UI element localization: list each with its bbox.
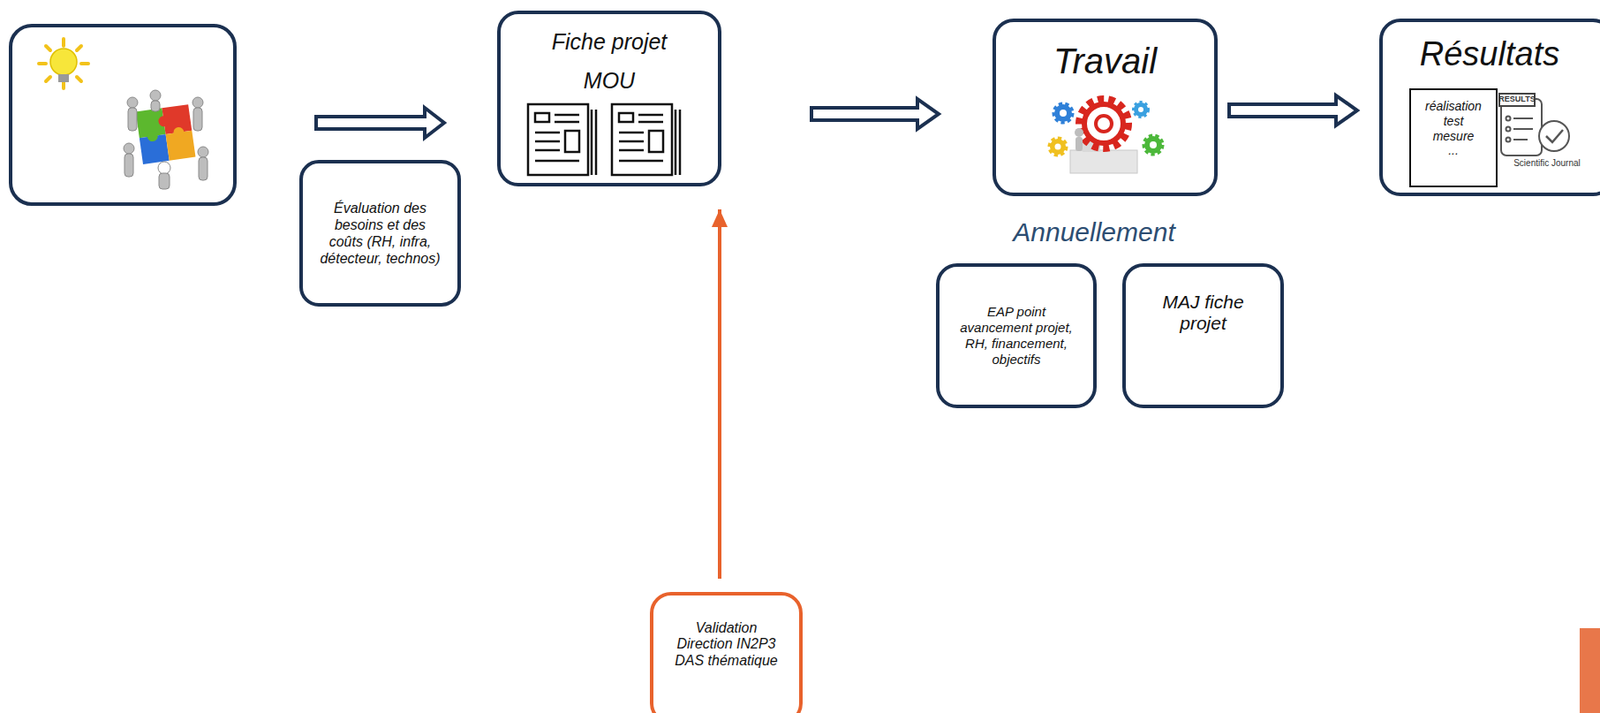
hollow-arrow bbox=[1229, 95, 1358, 126]
idea-box bbox=[10, 25, 235, 204]
node-text: Travail bbox=[1053, 39, 1157, 83]
document-icon bbox=[528, 104, 597, 175]
icon-label: RESULTS bbox=[1498, 94, 1535, 104]
process-box: Travail bbox=[992, 18, 1218, 197]
note-box: EAP point avancement projet, RH, finance… bbox=[935, 263, 1097, 408]
document-icon bbox=[611, 104, 680, 175]
node-text: Validation Direction IN2P3 DAS thématiqu… bbox=[669, 619, 785, 669]
process-box: Fiche projet MOU bbox=[497, 10, 722, 187]
node-text: Évaluation des besoins et des coûts (RH,… bbox=[318, 199, 443, 268]
node-text: réalisation test mesure ... bbox=[1418, 98, 1489, 159]
results-icon bbox=[1499, 93, 1570, 156]
process-box: Résultats réalisation test mesure ... bbox=[1379, 18, 1600, 197]
validation-box: Validation Direction IN2P3 DAS thématiqu… bbox=[649, 591, 803, 713]
corner-bar bbox=[1579, 627, 1600, 713]
note-box: Évaluation des besoins et des coûts (RH,… bbox=[299, 159, 461, 307]
icon-caption: Scientific Journal bbox=[1513, 158, 1581, 168]
validation-arrow bbox=[717, 209, 722, 579]
node-text: EAP point avancement projet, RH, finance… bbox=[957, 303, 1077, 368]
annotation-label: Annuellement bbox=[1012, 217, 1175, 248]
node-text: Résultats bbox=[1419, 34, 1560, 76]
gears-icon bbox=[1049, 99, 1163, 174]
node-text: Fiche projet MOU bbox=[534, 22, 685, 101]
hollow-arrow bbox=[316, 107, 445, 138]
puzzle-team-icon bbox=[123, 90, 209, 189]
hollow-arrow bbox=[811, 98, 939, 129]
result-sheet: réalisation test mesure ... bbox=[1409, 88, 1498, 188]
lightbulb-icon bbox=[38, 38, 89, 89]
node-text: MAJ fiche projet bbox=[1146, 291, 1261, 334]
note-box: MAJ fiche projet bbox=[1122, 263, 1284, 408]
